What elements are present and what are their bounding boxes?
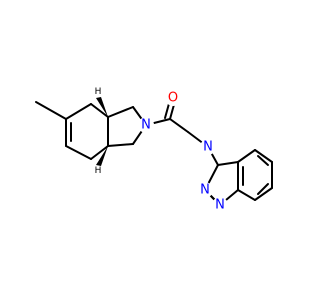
bond-ring6-2 [90,103,109,118]
wedge-bottom-stereo [96,146,108,166]
bond-tz-6 [217,161,239,166]
bond-bz-double-1 [257,155,269,166]
bond-ring6-1 [65,103,92,120]
bond-bz-1 [237,149,256,163]
bond-bz-double-2 [257,183,269,195]
amide-nitrogen-label: N [141,118,151,133]
triazole-nitrogen-1-label: N [203,140,213,155]
bond-carbonyl-ch2 [169,118,189,133]
hydrogen-top-label: H [95,87,102,97]
triazole-nitrogen-2-label: N [200,183,210,198]
bond-ring5-1 [107,106,134,118]
bond-ring6-5 [65,145,92,160]
triazole-nitrogen-3-label: N [215,198,225,213]
bond-ring5-4 [107,143,134,147]
oxygen-label: O [168,91,178,106]
bond-methyl [35,101,67,120]
bond-bz-5 [237,189,256,201]
wedge-top-stereo [96,97,108,117]
molecule-structure: O N N N N H H [35,87,273,213]
bond-bz-2 [254,149,273,163]
bonds [35,99,273,210]
bond-bz-4 [254,187,273,201]
bond-ring6-4 [90,145,109,160]
atom-labels: O N N N N H H [95,87,228,213]
hydrogen-bottom-label: H [95,166,102,176]
